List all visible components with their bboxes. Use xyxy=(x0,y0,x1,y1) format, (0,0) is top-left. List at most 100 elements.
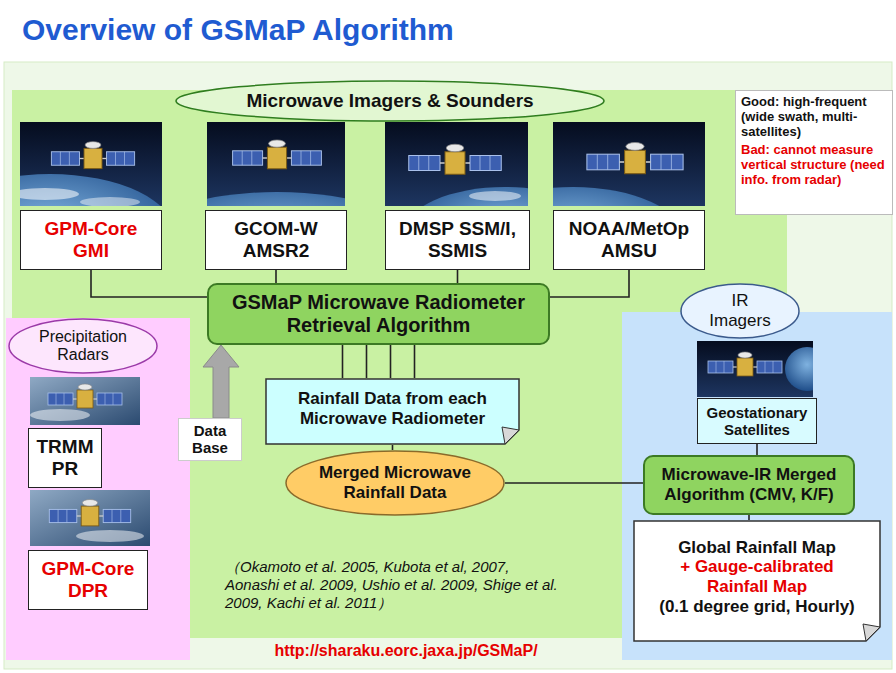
node-text: GPM-Core GMI xyxy=(36,218,146,262)
ellipse-heading: Precipitation Radars xyxy=(8,318,158,374)
ellipse-heading: Microwave Imagers & Sounders xyxy=(175,80,605,122)
connector-line xyxy=(91,270,207,297)
node-text: Geostationary Satellites xyxy=(702,404,812,439)
connector-path xyxy=(457,270,459,283)
connector-path xyxy=(748,515,750,520)
connector-path xyxy=(392,445,394,450)
connector-path xyxy=(550,270,629,297)
node-text: Precipitation Radars xyxy=(28,328,138,365)
data-ellipse: Merged Microwave Rainfall Data xyxy=(285,450,505,516)
connector-path xyxy=(505,482,643,484)
satellite-box: NOAA/MetOp AMSU xyxy=(553,210,705,270)
document-fold xyxy=(502,427,519,444)
gmi-picture-part xyxy=(0,174,175,294)
connector-path xyxy=(91,270,207,297)
arrow-body xyxy=(203,345,239,418)
gmi-picture-part xyxy=(11,188,79,200)
dpr-picture-part xyxy=(76,530,144,542)
page-frame xyxy=(4,62,892,669)
node-text: + Gauge-calibrated Rainfall Map xyxy=(657,557,857,596)
amsr2-picture xyxy=(137,122,417,292)
gmi-picture-part xyxy=(51,142,134,169)
amsr2-picture-part xyxy=(137,192,417,292)
node-text: GCOM-W AMSR2 xyxy=(216,218,336,262)
noaa-picture-part xyxy=(587,143,683,174)
node-text: IR Imagers xyxy=(700,291,780,330)
node-text: Merged Microwave Rainfall Data xyxy=(309,463,481,502)
trmm-picture-part xyxy=(30,409,90,421)
radar-box: GPM-Core DPR xyxy=(28,550,148,610)
output-document: Global Rainfall Map+ Gauge-calibrated Ra… xyxy=(633,520,881,642)
connector-line xyxy=(505,483,643,484)
gmi-picture-part xyxy=(80,197,140,207)
node-text: Microwave-IR Merged Algorithm (CMV, K/F) xyxy=(651,465,847,504)
connector-line xyxy=(457,270,458,283)
connector-line xyxy=(342,345,343,378)
radar-box: TRMM PR xyxy=(28,428,102,488)
trmm-picture-part xyxy=(30,377,140,425)
connector-line xyxy=(276,270,277,283)
satellite-box: GCOM-W AMSR2 xyxy=(205,210,347,270)
satellite-box: Geostationary Satellites xyxy=(697,398,817,444)
radar-panel xyxy=(6,318,190,660)
node-text: TRMM PR xyxy=(33,436,97,480)
node-text: Microwave Imagers & Sounders xyxy=(246,90,533,112)
geostationary-picture-part xyxy=(708,352,782,376)
document-outline xyxy=(634,521,880,641)
node-text: GPM-Core DPR xyxy=(36,558,140,602)
ellipse-heading: IR Imagers xyxy=(680,283,800,339)
ellipse-outline xyxy=(176,81,604,121)
connector-line xyxy=(757,444,758,455)
gmi-picture xyxy=(0,122,175,294)
connector-path xyxy=(275,270,277,283)
trmm-picture-part xyxy=(48,384,122,408)
connector-line xyxy=(414,345,415,378)
trmm-picture xyxy=(30,377,140,425)
node-text: (0.1 degree grid, Hourly) xyxy=(659,597,855,617)
document-fold xyxy=(863,624,880,641)
dpr-picture-part xyxy=(30,490,150,546)
dmsp-picture-part xyxy=(409,144,502,174)
node-text: NOAA/MetOp AMSU xyxy=(564,218,694,262)
connector-line xyxy=(392,445,393,450)
data-document: Rainfall Data from each Microwave Radiom… xyxy=(265,378,520,445)
connector-path xyxy=(342,345,344,378)
note-box: Good: high-frequent (wide swath, multi-s… xyxy=(735,90,893,215)
diagram-title: Overview of GSMaP Algorithm xyxy=(22,12,454,48)
process-box: GSMaP Microwave Radiometer Retrieval Alg… xyxy=(207,283,550,345)
geostationary-picture-part xyxy=(785,347,829,391)
connector-path xyxy=(390,345,392,378)
connector-line xyxy=(749,515,750,520)
connector-line xyxy=(390,345,391,378)
node-text: Good: high-frequent (wide swath, multi-s… xyxy=(741,95,887,140)
database-arrow xyxy=(203,345,239,418)
connector-path xyxy=(366,345,368,378)
document-outline xyxy=(266,379,519,444)
source-url: http://sharaku.eorc.jaxa.jp/GSMaP/ xyxy=(190,641,622,660)
node-text: Data Base xyxy=(183,422,237,457)
node-text: Global Rainfall Map xyxy=(678,538,836,558)
database-box: Data Base xyxy=(178,418,242,461)
reference-note: （Okamoto et al. 2005, Kubota et al, 2007… xyxy=(225,558,560,612)
node-text: GSMaP Microwave Radiometer Retrieval Alg… xyxy=(219,291,539,337)
node-text: Bad: cannot measure vertical structure (… xyxy=(741,143,887,188)
ellipse-outline xyxy=(286,451,504,515)
ellipse-outline xyxy=(9,319,157,373)
node-text: Rainfall Data from each Microwave Radiom… xyxy=(279,389,506,428)
amsr2-picture-part xyxy=(233,140,322,169)
ir-panel xyxy=(622,312,892,660)
dpr-picture-part xyxy=(49,500,130,526)
dpr-picture xyxy=(30,490,150,546)
connector-line xyxy=(550,270,629,297)
satellite-box: DMSP SSM/I, SSMIS xyxy=(385,210,530,270)
connector-path xyxy=(414,345,416,378)
connector-path xyxy=(756,444,758,455)
dmsp-picture-part xyxy=(469,191,521,201)
satellite-box: GPM-Core GMI xyxy=(20,210,162,270)
process-box: Microwave-IR Merged Algorithm (CMV, K/F) xyxy=(643,455,855,515)
geostationary-picture xyxy=(697,341,829,397)
ellipse-outline xyxy=(681,284,799,338)
node-text: DMSP SSM/I, SSMIS xyxy=(392,218,523,262)
connector-line xyxy=(366,345,367,378)
